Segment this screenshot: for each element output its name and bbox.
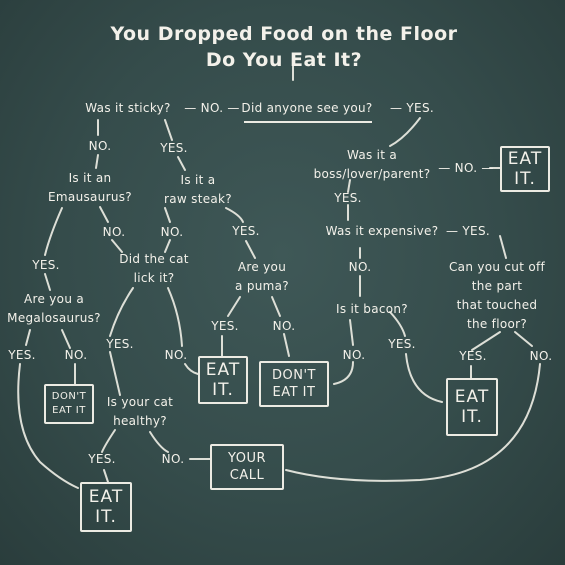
label-expensive-no: NO. <box>348 260 372 274</box>
label-sticky-no: NO. <box>88 139 112 153</box>
label-megalosaurus-yes: YES. <box>8 348 36 362</box>
question-expensive: Was it expensive? <box>325 224 439 238</box>
connector-rawsteak-no <box>164 207 171 223</box>
outcome-eat-it-cutoff: EAT IT. <box>446 378 498 436</box>
connector-sticky-yes <box>164 119 173 141</box>
connector-rawsteak-yes <box>225 207 244 223</box>
connector-no-eatit-right <box>184 363 199 375</box>
label-cutoff-no: NO. <box>529 349 553 363</box>
question-cat-lick: Did the cat lick it? <box>119 252 189 285</box>
connector-bacon-yes <box>389 311 406 337</box>
connector-megalosaurus-yes-eat <box>17 363 79 489</box>
label-bacon-no: NO. <box>342 348 366 362</box>
connector-cutoff-no-yourcall <box>285 363 541 482</box>
connector-bacon-no-dont <box>333 361 354 385</box>
question-anyone-see: Did anyone see you? <box>241 101 373 115</box>
question-emausaurus: Is it an Emausaurus? <box>48 171 132 204</box>
label-emausaurus-no: NO. <box>102 225 126 239</box>
connector-boss-yes <box>347 179 351 193</box>
outcome-your-call: YOUR CALL <box>210 444 284 490</box>
connector-puma-no <box>271 296 281 317</box>
label-boss-yes: YES. <box>334 191 362 205</box>
label-sticky-no-inline: — NO. — <box>184 101 240 115</box>
question-cat-healthy: Is your cat healthy? <box>106 395 174 428</box>
label-rawsteak-yes: YES. <box>232 224 260 238</box>
connector-bacon-yes-eat <box>405 353 443 403</box>
connector-yes-cathealthy <box>109 351 121 396</box>
outcome-eat-it-healthy: EAT IT. <box>80 482 132 532</box>
label-expensive-yes: — YES. <box>446 224 490 238</box>
outcome-eat-it-boss: EAT IT. <box>500 146 550 192</box>
title-line1: You Dropped Food on the Floor <box>110 23 458 45</box>
title-line2: Do You Eat It? <box>205 49 363 71</box>
question-cut-off: Can you cut off the part that touched th… <box>448 260 546 331</box>
label-puma-yes: YES. <box>211 319 239 333</box>
label-cathealthy-no: NO. <box>161 452 185 466</box>
outcome-dont-eat-it-megalosaurus: DON'T EAT IT <box>44 384 94 424</box>
question-underline <box>244 121 372 123</box>
label-cutoff-yes: YES. <box>459 349 487 363</box>
connector-yes-megalosaurus <box>44 273 51 291</box>
connector-cathealthy-no <box>149 431 169 453</box>
label-sticky-yes: YES. <box>160 141 188 155</box>
connector-catlick-yes <box>109 287 134 337</box>
connector-seen-yes <box>389 117 421 147</box>
question-megalosaurus: Are you a Megalosaurus? <box>7 292 101 325</box>
connector-cutoff-yes <box>471 331 501 351</box>
question-puma: Are you a puma? <box>235 260 289 293</box>
connector-expensive-yes <box>499 235 507 259</box>
connector-rawsteak-yes-puma <box>245 240 256 259</box>
connector-puma-no-dont <box>283 333 290 357</box>
label-catlick-yes: YES. <box>106 337 134 351</box>
connector-puma-yes <box>227 296 241 317</box>
label-rawsteak-no: NO. <box>160 225 184 239</box>
label-megalosaurus-no: NO. <box>64 348 88 362</box>
label-bacon-yes: YES. <box>388 337 416 351</box>
connector-emausaurus-no <box>99 206 109 223</box>
question-raw-steak: Is it a raw steak? <box>164 173 232 206</box>
connector-yes-rawsteak <box>177 156 186 171</box>
question-boss: Was it a boss/lover/parent? <box>313 148 431 181</box>
outcome-dont-eat-it-puma: DON'T EAT IT <box>259 361 329 407</box>
connector-emausaurus-yes <box>44 207 63 256</box>
outcome-eat-it-puma: EAT IT. <box>198 356 248 404</box>
connector-megalosaurus-yes <box>25 329 31 346</box>
connector-cutoff-no <box>514 331 533 347</box>
label-puma-no: NO. <box>272 319 296 333</box>
label-emausaurus-yes: YES. <box>32 258 60 272</box>
connector-megalosaurus-no <box>61 329 71 349</box>
label-boss-no: — NO. — <box>438 161 494 175</box>
connector-no-emausaurus <box>95 154 99 169</box>
connector-cathealthy-yes <box>101 429 116 453</box>
connector-bacon-no <box>349 319 354 346</box>
connector-catlick-nos <box>111 239 171 253</box>
question-bacon: Is it bacon? <box>336 302 408 316</box>
label-catlick-no: NO. <box>164 348 188 362</box>
label-cathealthy-yes: YES. <box>88 452 116 466</box>
connector-catlick-no <box>167 287 183 347</box>
connector-yes-eatbottom <box>103 469 109 483</box>
label-seen-yes-inline: — YES. <box>390 101 434 115</box>
question-sticky: Was it sticky? <box>85 101 171 115</box>
